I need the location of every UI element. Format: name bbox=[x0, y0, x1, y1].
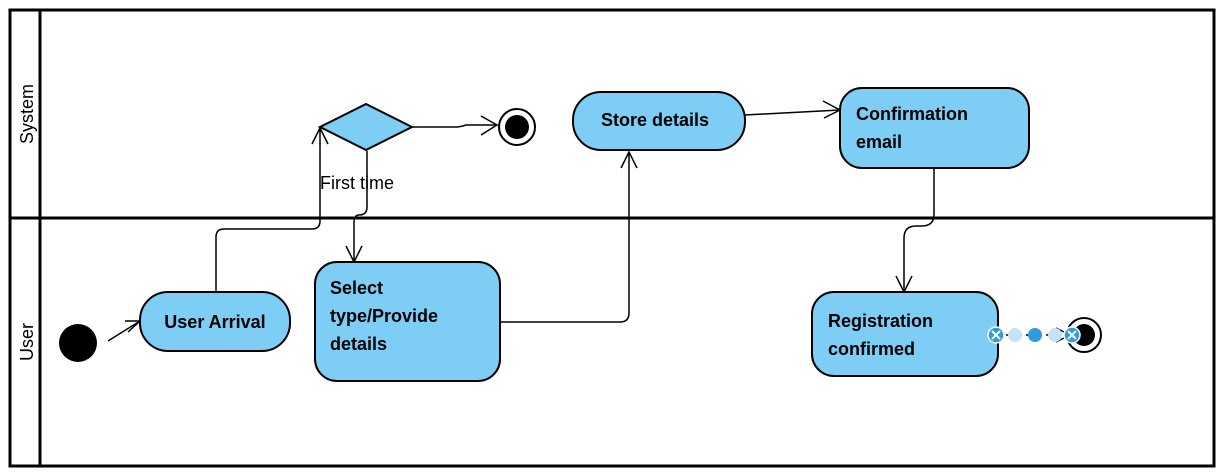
action-label-line3: details bbox=[330, 334, 387, 354]
arrowhead-icon bbox=[620, 150, 638, 169]
initial-node-icon[interactable] bbox=[59, 324, 97, 362]
action-label-line2: confirmed bbox=[828, 339, 915, 359]
swimlane-frame bbox=[8, 8, 1216, 468]
action-store-details[interactable]: Store details bbox=[572, 91, 746, 151]
action-label-line2: type/Provide bbox=[330, 306, 438, 326]
action-label-line1: Registration bbox=[828, 311, 933, 331]
action-select-type[interactable]: Select type/Provide details bbox=[314, 261, 501, 382]
close-x-icon[interactable] bbox=[1063, 326, 1081, 344]
lane-label-user: User bbox=[17, 323, 37, 361]
connector-selection-handles[interactable] bbox=[987, 326, 1081, 344]
action-label-line1: Confirmation bbox=[856, 104, 968, 124]
connector-dot-icon[interactable] bbox=[1028, 328, 1042, 342]
lane-label-system: System bbox=[17, 84, 37, 144]
flow-decision-to-select[interactable] bbox=[353, 151, 368, 262]
action-user-arrival[interactable]: User Arrival bbox=[139, 291, 291, 352]
flow-store-to-email[interactable] bbox=[744, 109, 841, 116]
action-confirmation-email[interactable]: Confirmation email bbox=[839, 87, 1030, 169]
flow-email-to-registration[interactable] bbox=[903, 168, 935, 292]
action-label-line2: email bbox=[856, 132, 902, 152]
action-registration-confirmed[interactable]: Registration confirmed bbox=[811, 291, 999, 377]
guard-label-first-time: First time bbox=[320, 173, 394, 193]
flow-arrival-to-decision[interactable] bbox=[215, 128, 321, 292]
decision-diamond-icon[interactable] bbox=[317, 102, 415, 152]
action-label: Store details bbox=[601, 110, 709, 130]
connector-dot-icon[interactable] bbox=[1008, 328, 1022, 342]
flow-select-to-store[interactable] bbox=[500, 152, 630, 323]
arrowhead-icon bbox=[480, 115, 499, 136]
connector-dot-icon[interactable] bbox=[1048, 328, 1062, 342]
final-node-icon[interactable] bbox=[498, 108, 536, 146]
action-label: User Arrival bbox=[164, 312, 265, 332]
close-x-icon[interactable] bbox=[987, 326, 1005, 344]
flow-decision-to-final[interactable] bbox=[412, 124, 497, 128]
flow-initial-to-arrival[interactable] bbox=[107, 320, 141, 342]
action-label-line1: Select bbox=[330, 278, 383, 298]
